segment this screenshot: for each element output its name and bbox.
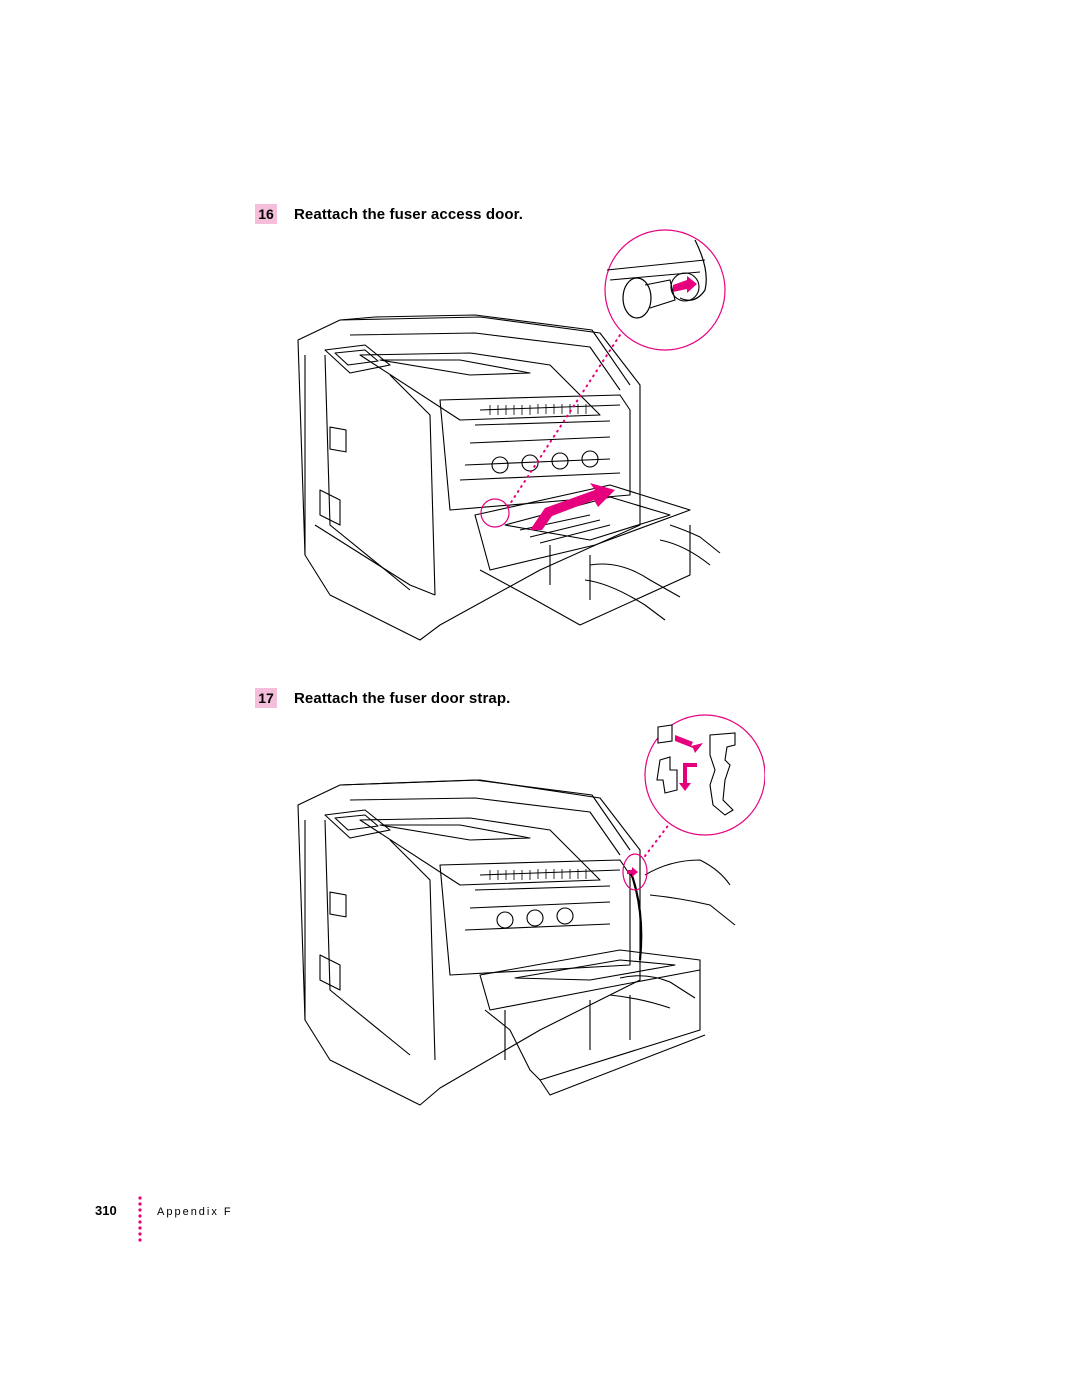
step-17-heading: 17 Reattach the fuser door strap. — [255, 687, 510, 709]
insert-direction-arrow — [530, 483, 615, 530]
control-panel — [324, 344, 391, 374]
strap-callout-marker — [622, 853, 648, 891]
step-instruction: Reattach the fuser access door. — [294, 205, 524, 223]
section-label: Appendix F — [157, 1206, 233, 1218]
page-number: 310 — [95, 1203, 117, 1218]
hinge-callout-marker — [480, 498, 510, 528]
control-panel — [324, 809, 391, 839]
footer-dotted-rule — [138, 1196, 142, 1242]
fuser-door-illustration — [297, 229, 726, 641]
hinge-detail-callout — [604, 229, 726, 351]
step-number-badge: 17 — [255, 688, 277, 708]
step-number-badge: 16 — [255, 204, 277, 224]
door-strap-illustration — [297, 714, 765, 1106]
step-instruction: Reattach the fuser door strap. — [294, 689, 511, 707]
strap-detail-callout — [644, 714, 765, 836]
step-16-heading: 16 Reattach the fuser access door. — [255, 203, 523, 225]
